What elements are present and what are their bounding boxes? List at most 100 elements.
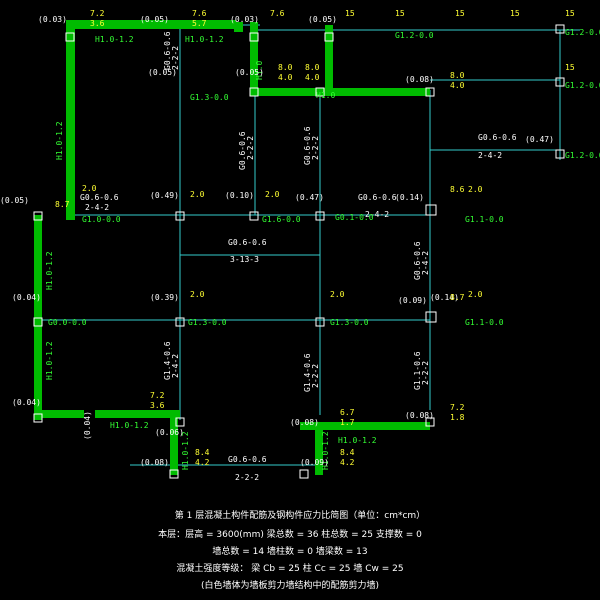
ratio-label: (0.14) — [430, 293, 459, 302]
ratio-label: (0.47) — [295, 193, 324, 202]
column-label: G1.2-0.0 — [565, 151, 600, 160]
column — [425, 311, 437, 323]
column — [175, 317, 185, 327]
ratio-label: (0.05) — [308, 15, 337, 24]
ratio-label: (0.39) — [150, 293, 179, 302]
wall-segment — [315, 425, 323, 475]
beam-label: G0.6-0.6 — [303, 126, 312, 165]
wall-label: H1.0-1.2 — [181, 431, 190, 470]
value-label: 8.0 — [305, 63, 320, 72]
column — [169, 469, 179, 479]
value-label: 2.0 — [468, 185, 483, 194]
beam-lines — [40, 20, 580, 470]
value-label: 4.2 — [340, 458, 355, 467]
beam-label: 2-2-2 — [235, 473, 259, 482]
beam-label: 3-13-3 — [230, 255, 259, 264]
value-label: 7.6 — [270, 9, 285, 18]
value-label: 15 — [565, 9, 575, 18]
column — [33, 211, 43, 221]
column-label: G1.2-0.0 — [565, 81, 600, 90]
caption-line: 混凝土强度等级： 梁 Cb = 25 柱 Cc = 25 墙 Cw = 25 — [176, 562, 403, 574]
value-label: 4.0 — [305, 73, 320, 82]
columns — [33, 24, 565, 479]
value-label: 7.2 — [150, 391, 165, 400]
column — [65, 32, 75, 42]
beam-label: G0.6-0.6 — [413, 241, 422, 280]
value-label: 8.0 — [450, 71, 465, 80]
ratio-label: (0.05) — [148, 68, 177, 77]
value-label: 8.7 — [450, 293, 465, 302]
ratio-label: (0.49) — [150, 191, 179, 200]
column — [249, 211, 259, 221]
wall-label: H1.0-1.2 — [55, 121, 64, 160]
wall-label: H1.0-1.2 — [45, 251, 54, 290]
value-label: 6.7 — [340, 408, 355, 417]
beam-label: 2-4-2 — [85, 203, 109, 212]
column-label: G1.3-0.0 — [190, 93, 229, 102]
wall-segment — [66, 20, 236, 29]
column — [555, 149, 565, 159]
wall-label: H1.0-1.2 — [110, 421, 149, 430]
value-label: 7.2 — [90, 9, 105, 18]
ratio-label: (0.08) — [290, 418, 319, 427]
column — [324, 32, 334, 42]
ratio-label: (0.09) — [398, 296, 427, 305]
beam-label: 2-4-2 — [478, 151, 502, 160]
beam-label: G1.1-0.6 — [413, 351, 422, 390]
beam-label: 2-4-2 — [171, 354, 180, 378]
column-label: G1.2-0.0 — [565, 28, 600, 37]
column — [249, 32, 259, 42]
wall-label: H1.0-1.2 — [45, 341, 54, 380]
value-label: 8.7 — [55, 200, 70, 209]
caption-line: 本层：层高 = 3600(mm) 梁总数 = 36 柱总数 = 25 支撑数 =… — [158, 528, 422, 540]
column — [315, 87, 325, 97]
beam-label: 2-2-2 — [311, 364, 320, 388]
column-label: G1.6-0.0 — [262, 215, 301, 224]
ratio-label: (0.47) — [525, 135, 554, 144]
column-label: G0.0-0.0 — [48, 318, 87, 327]
value-label: 8.6 — [450, 185, 465, 194]
ratio-label: (0.08) — [405, 75, 434, 84]
wall-segment — [325, 25, 333, 95]
ratio-label: (0.08) — [405, 411, 434, 420]
column-label: G1.3-0.0 — [188, 318, 227, 327]
value-label: 5.7 — [192, 19, 207, 28]
value-label: 15 — [510, 9, 520, 18]
beam-label: 2-2-2 — [421, 361, 430, 385]
drawing-caption: 第 1 层混凝土构件配筋及钢构件应力比简图（单位：cm*cm） 本层：层高 = … — [158, 509, 425, 591]
column-label: G1.3-0.0 — [330, 318, 369, 327]
value-label: 15 — [455, 9, 465, 18]
ratio-label: (0.05) — [140, 15, 169, 24]
wall-label: H1.0-1.2 — [185, 35, 224, 44]
beam-label: G0.6-0.6 — [228, 455, 267, 464]
column — [175, 417, 185, 427]
caption-title: 第 1 层混凝土构件配筋及钢构件应力比简图（单位：cm*cm） — [175, 509, 425, 521]
column-label: G1.0-0.0 — [82, 215, 121, 224]
value-label: 7.2 — [450, 403, 465, 412]
ratio-label: (0.04) — [12, 398, 41, 407]
wall-segment — [250, 88, 430, 96]
ratio-label: (0.04) — [12, 293, 41, 302]
wall-segment — [234, 22, 243, 32]
column — [315, 211, 325, 221]
column — [249, 87, 259, 97]
column — [555, 77, 565, 87]
ratio-label: (0.03) — [230, 15, 259, 24]
value-label: 2.0 — [468, 290, 483, 299]
column — [33, 317, 43, 327]
ratio-label: (0.08) — [140, 458, 169, 467]
value-label: 15 — [395, 9, 405, 18]
value-label: 1.8 — [450, 413, 465, 422]
value-label: 1.7 — [340, 418, 355, 427]
wall-segment — [170, 410, 178, 475]
column-label: G0.1-0.0 — [335, 213, 374, 222]
wall-label: H1.0-1.2 — [338, 436, 377, 445]
column — [425, 87, 435, 97]
value-label: 15 — [345, 9, 355, 18]
value-label: 4.0 — [450, 81, 465, 90]
beam-label: G0.6-0.6 — [358, 193, 397, 202]
value-label: 2.0 — [190, 190, 205, 199]
value-label: 4.2 — [195, 458, 210, 467]
